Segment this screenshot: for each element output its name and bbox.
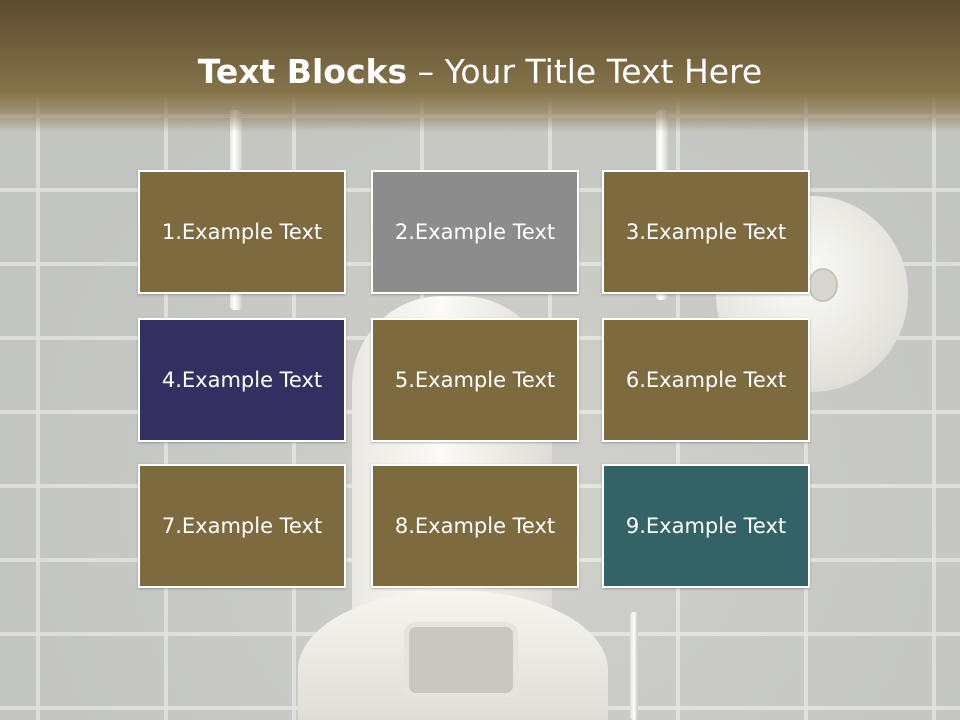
- text-block-8: 8.Example Text: [371, 464, 579, 588]
- text-block-label: 7.Example Text: [161, 514, 323, 538]
- toilet-brush-image: [630, 612, 638, 720]
- text-block-3: 3.Example Text: [602, 170, 810, 294]
- text-block-6: 6.Example Text: [602, 318, 810, 442]
- text-block-5: 5.Example Text: [371, 318, 579, 442]
- text-block-2: 2.Example Text: [371, 170, 579, 294]
- text-block-1: 1.Example Text: [138, 170, 346, 294]
- toilet-bowl-image: [404, 622, 518, 698]
- header-band: [0, 0, 960, 132]
- text-block-label: 6.Example Text: [625, 368, 787, 392]
- text-block-label: 5.Example Text: [394, 368, 556, 392]
- title-separator: –: [407, 52, 445, 91]
- text-block-label: 9.Example Text: [625, 514, 787, 538]
- text-block-9: 9.Example Text: [602, 464, 810, 588]
- text-block-7: 7.Example Text: [138, 464, 346, 588]
- text-block-label: 8.Example Text: [394, 514, 556, 538]
- text-block-grid: 1.Example Text 2.Example Text 3.Example …: [138, 170, 815, 594]
- text-block-label: 1.Example Text: [161, 220, 323, 244]
- text-block-label: 4.Example Text: [161, 368, 323, 392]
- title-rest: Your Title Text Here: [444, 52, 763, 91]
- text-block-4: 4.Example Text: [138, 318, 346, 442]
- text-block-label: 2.Example Text: [394, 220, 556, 244]
- dispenser-knob-image: [808, 268, 838, 302]
- title-bold-part: Text Blocks: [197, 52, 408, 91]
- text-block-label: 3.Example Text: [625, 220, 787, 244]
- slide-title: Text Blocks – Your Title Text Here: [0, 52, 960, 91]
